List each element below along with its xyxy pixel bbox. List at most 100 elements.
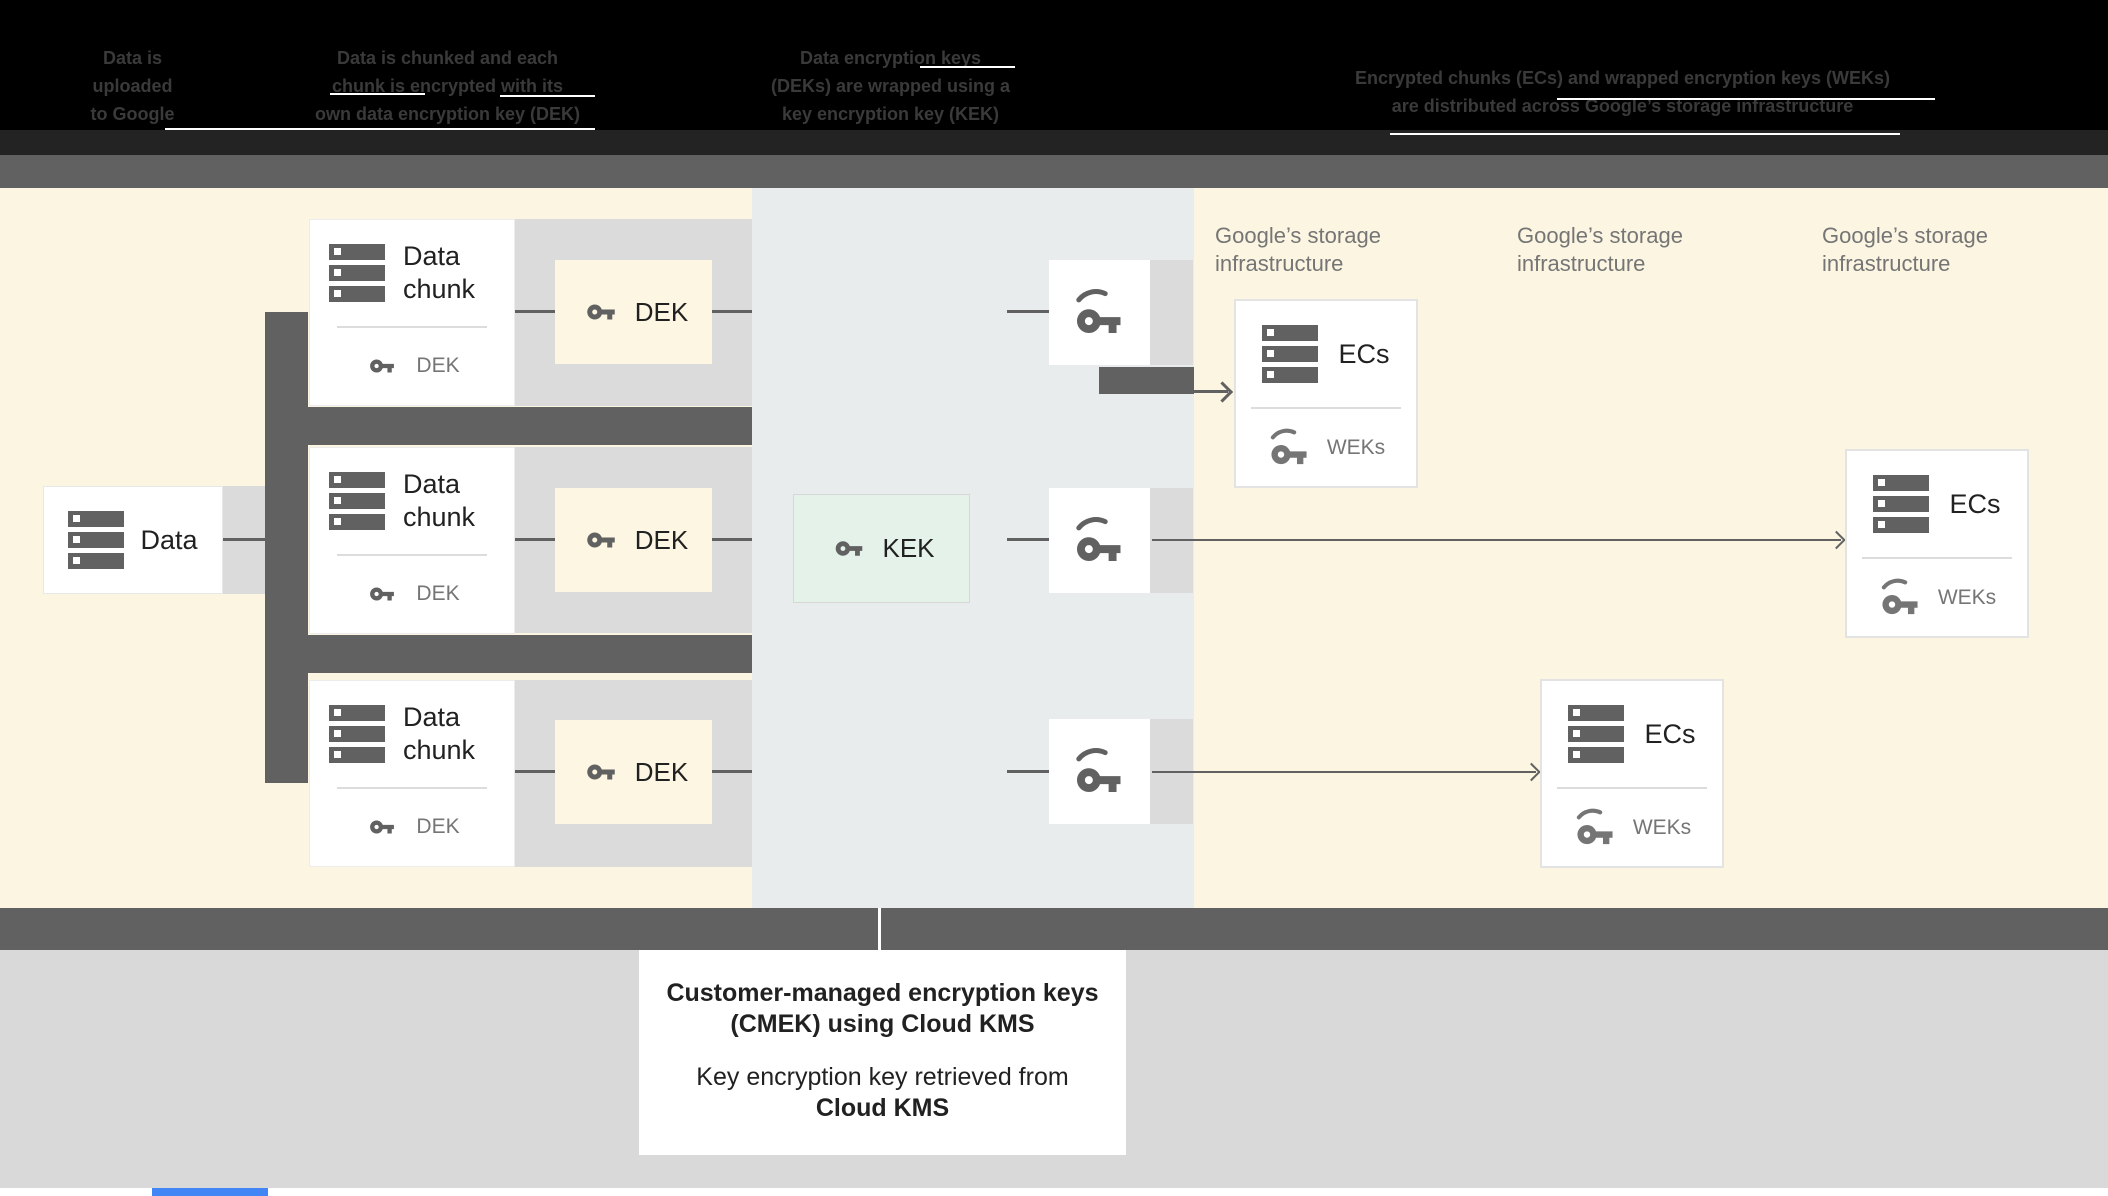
dek2-out-line: [712, 538, 752, 541]
storage-label-1: Google’s storage infrastructure: [1215, 222, 1381, 278]
key-icon: [370, 587, 395, 601]
video-progress-bar[interactable]: [152, 1188, 268, 1196]
server-icon: [329, 472, 385, 530]
storage-label-line: Google’s storage: [1517, 223, 1683, 248]
workflow-step-1: Data is uploaded to Google: [20, 44, 245, 128]
key-icon: [587, 532, 615, 548]
caption-connector-line: [878, 908, 881, 950]
wrapped-key-icon: [1072, 746, 1128, 798]
server-icon: [329, 244, 385, 302]
chunk2-to-dek-line: [515, 538, 555, 541]
step-4-line-1: Encrypted chunks (ECs) and wrapped encry…: [1354, 68, 1891, 88]
server-icon: [68, 511, 125, 569]
ecs-weks-label: WEKs: [1326, 435, 1386, 459]
header-underline-artifact: [165, 128, 595, 130]
wrap1-in-line: [1007, 310, 1049, 313]
key-icon: [370, 820, 395, 834]
header-underline-artifact: [920, 66, 1015, 68]
dek-chip-3: DEK: [555, 720, 712, 824]
card-divider: [337, 554, 487, 556]
caption-line-3: Key encryption key retrieved from: [696, 1063, 1069, 1091]
data-chunk-card-3: Data chunk DEK: [309, 680, 515, 867]
key-icon: [836, 541, 863, 556]
server-icon: [1568, 705, 1625, 763]
caption-bold-line-4: Cloud KMS: [815, 1094, 950, 1122]
dek-chip-label: DEK: [634, 296, 689, 327]
storage-label-line: Google’s storage: [1215, 223, 1381, 248]
wrapped-key-backdrop: [1150, 260, 1193, 365]
storage-label-line: infrastructure: [1822, 251, 1951, 276]
storage-label-line: Google’s storage: [1822, 223, 1988, 248]
elbow-connector: [1099, 367, 1194, 394]
wrapped-key-card-1: [1049, 260, 1150, 365]
chunk-trunk-connector: [265, 312, 308, 783]
key-icon: [587, 304, 615, 320]
step-3-line-1: Data encryption keys: [799, 48, 982, 68]
header-underline-artifact: [500, 95, 595, 97]
step-1-line-3: to Google: [90, 104, 175, 124]
step-3-line-2: (DEKs) are wrapped using a: [770, 76, 1011, 96]
chunk-card-title: Data chunk: [403, 702, 476, 765]
chunk-dek-label: DEK: [416, 354, 460, 377]
storage-label-2: Google’s storage infrastructure: [1517, 222, 1683, 278]
header-underline-artifact: [330, 93, 425, 95]
dek-chip-2: DEK: [555, 488, 712, 592]
card-divider: [337, 787, 487, 789]
server-icon: [1873, 475, 1930, 533]
server-icon: [1262, 325, 1319, 383]
wrap3-in-line: [1007, 770, 1049, 773]
wrapped-key-card-3: [1049, 719, 1150, 824]
ecs-card-title: ECs: [1338, 338, 1390, 369]
caption-bold-line-1: Customer-managed encryption keys: [666, 979, 1099, 1007]
caption-card: Customer-managed encryption keys (CMEK) …: [639, 950, 1126, 1155]
key-icon: [370, 359, 395, 373]
top-divider-band: [0, 155, 2108, 188]
chunk-dek-label: DEK: [416, 815, 460, 838]
ecs-weks-label: WEKs: [1632, 815, 1692, 839]
dek1-out-line: [712, 310, 752, 313]
storage-label-line: infrastructure: [1215, 251, 1344, 276]
dek-chip-label: DEK: [634, 756, 689, 787]
caption-spacer: [639, 1040, 1126, 1062]
ecs-card-title: ECs: [1644, 718, 1696, 749]
card-divider: [1251, 407, 1401, 409]
wrapped-key-icon: [1072, 515, 1128, 567]
wrapped-key-icon: [1267, 427, 1313, 469]
chunk1-to-dek-line: [515, 310, 555, 313]
arrow-to-ecs-2: [1152, 539, 1841, 541]
arrow-to-ecs-3: [1152, 771, 1536, 773]
wrapped-key-icon: [1878, 577, 1924, 619]
step-1-line-1: Data is: [102, 48, 163, 68]
header-underline-artifact: [1557, 98, 1935, 100]
data-chunk-card-1: Data chunk DEK: [309, 219, 515, 406]
card-divider: [1557, 787, 1707, 789]
step-2-line-2: chunk is encrypted with its: [331, 76, 564, 96]
card-divider: [337, 326, 487, 328]
wrap2-in-line: [1007, 538, 1049, 541]
wrapped-key-icon: [1573, 807, 1619, 849]
kek-card: KEK: [793, 494, 970, 603]
header-underline-artifact: [1390, 133, 1900, 135]
data-box: Data: [43, 486, 223, 594]
ecs-weks-label: WEKs: [1937, 585, 1997, 609]
step-4-line-2: are distributed across Google’s storage …: [1391, 96, 1854, 116]
ecs-card-3: ECs WEKs: [1540, 679, 1724, 868]
dek-chip-label: DEK: [634, 524, 689, 555]
data-box-label: Data: [140, 524, 198, 555]
data-chunk-card-2: Data chunk DEK: [309, 447, 515, 634]
dek-chip-1: DEK: [555, 260, 712, 364]
chunk-card-title: Data chunk: [403, 469, 476, 532]
chunk3-to-dek-line: [515, 770, 555, 773]
bottom-divider-band: [0, 908, 2108, 950]
wrapped-key-icon: [1072, 287, 1128, 339]
server-icon: [329, 705, 385, 763]
storage-label-line: infrastructure: [1517, 251, 1646, 276]
ecs-card-2: ECs WEKs: [1845, 449, 2029, 638]
chunk-card-title: Data chunk: [403, 241, 476, 304]
workflow-step-4: Encrypted chunks (ECs) and wrapped encry…: [1300, 64, 1945, 120]
ecs-card-1: ECs WEKs: [1234, 299, 1418, 488]
caption-bold-line-2: (CMEK) using Cloud KMS: [730, 1010, 1035, 1038]
workflow-step-3: Data encryption keys (DEKs) are wrapped …: [748, 44, 1033, 128]
step-2-line-1: Data is chunked and each: [336, 48, 559, 68]
